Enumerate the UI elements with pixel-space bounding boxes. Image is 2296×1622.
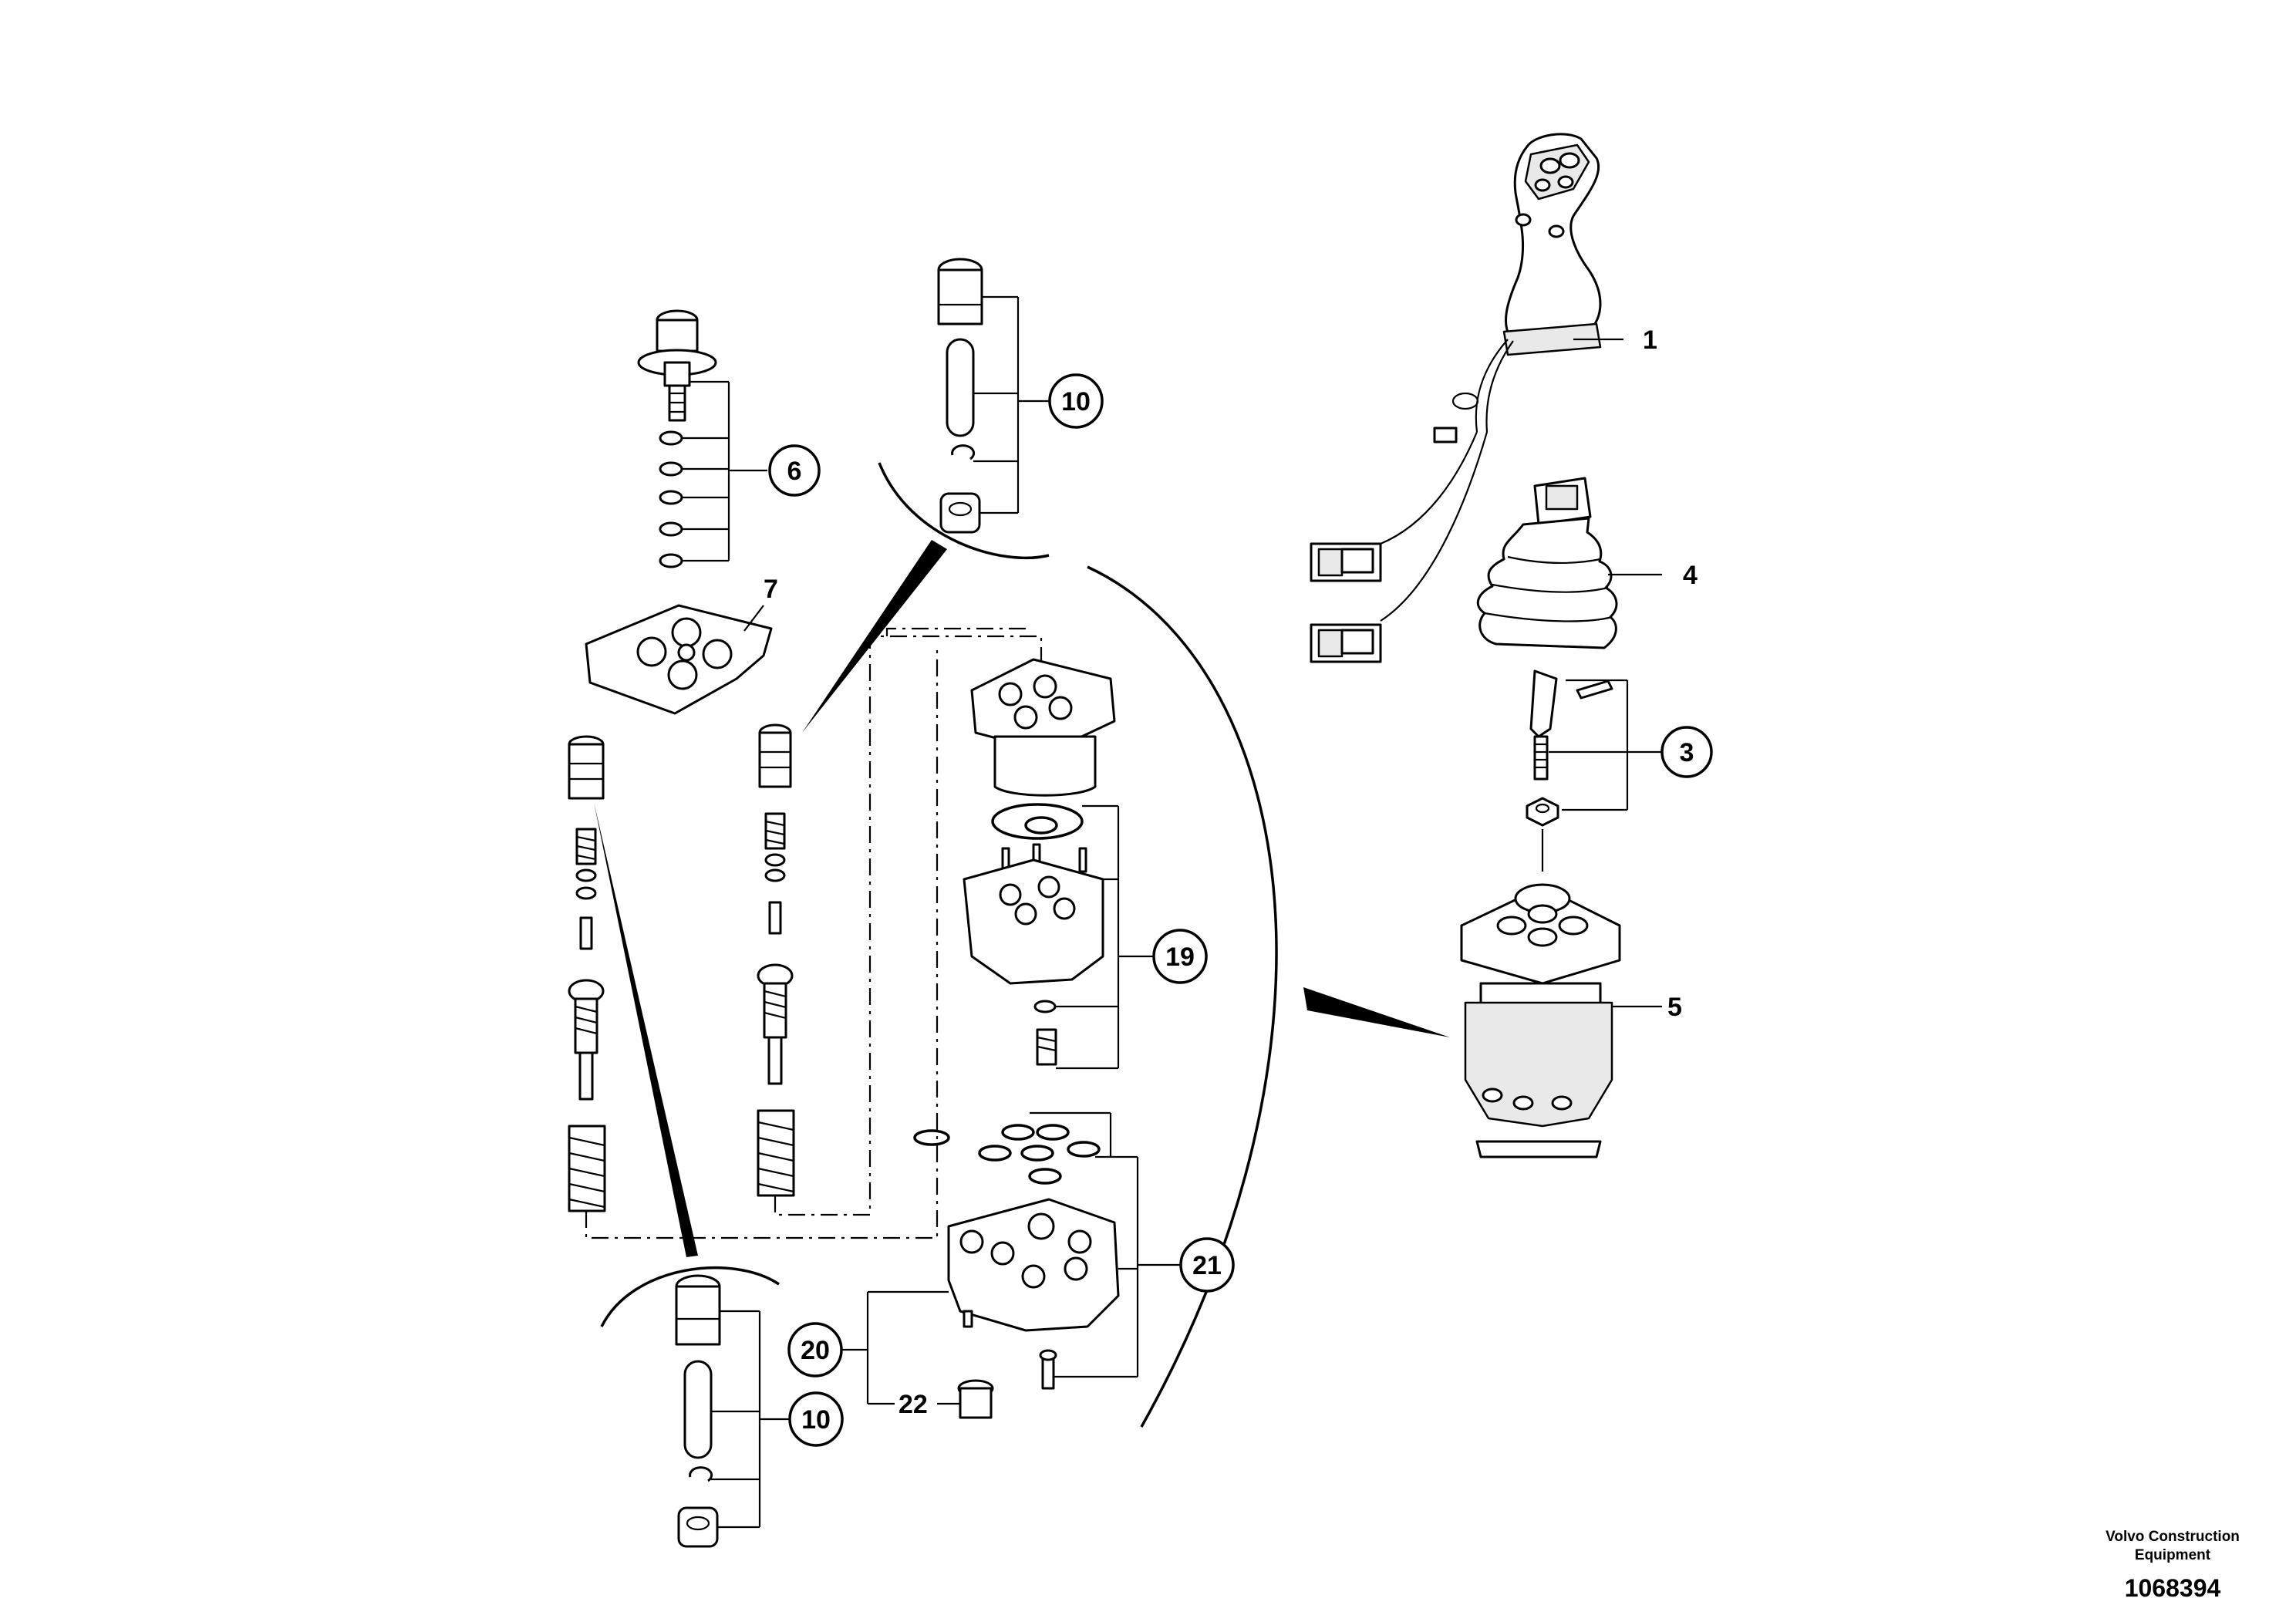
svg-text:7: 7: [764, 575, 778, 604]
orings-set: [913, 1124, 1101, 1185]
pilot-valve-assembly: [1460, 829, 1621, 1158]
svg-text:10: 10: [1061, 387, 1091, 416]
callout-19: 19: [1152, 929, 1208, 984]
center-plunger-stack: [757, 723, 795, 1197]
gasket-plate: [585, 604, 773, 715]
credit-line-1: Volvo Construction: [2106, 1529, 2240, 1545]
svg-text:3: 3: [1680, 738, 1694, 767]
callout-20: 20: [787, 1322, 843, 1378]
svg-text:21: 21: [1192, 1251, 1222, 1280]
left-plunger-stack: [568, 735, 606, 1212]
plug-and-screw: [957, 1349, 1057, 1419]
callout-3: 3: [1660, 726, 1713, 778]
detail-view-top: [802, 258, 1050, 733]
valve-housing: [963, 843, 1104, 1066]
svg-text:5: 5: [1667, 993, 1682, 1022]
joystick-handle: [1310, 133, 1602, 663]
publisher-credit: Volvo Construction Equipment 1068394: [2106, 1529, 2240, 1602]
drawing-number: 1068394: [2125, 1574, 2221, 1602]
callout-7: 7: [764, 575, 778, 604]
svg-text:10: 10: [801, 1405, 831, 1435]
valve-cover: [970, 658, 1116, 840]
svg-text:6: 6: [787, 457, 802, 486]
svg-text:4: 4: [1683, 561, 1698, 590]
callout-22: 22: [899, 1390, 928, 1419]
svg-text:19: 19: [1165, 943, 1195, 972]
callout-10-bottom: 10: [788, 1391, 844, 1447]
callout-6: 6: [768, 444, 821, 497]
lever-shaft-and-nut: [1526, 669, 1613, 827]
svg-text:20: 20: [801, 1336, 830, 1365]
plunger-with-seals: [637, 309, 717, 568]
credit-line-2: Equipment: [2135, 1547, 2211, 1563]
valve-base: [947, 1198, 1120, 1332]
detail-view-bottom: [594, 802, 780, 1548]
callout-5: 5: [1667, 993, 1682, 1022]
svg-text:1: 1: [1643, 325, 1657, 355]
detail-outline-arc: [1087, 565, 1450, 1428]
callout-21: 21: [1179, 1237, 1235, 1293]
assembly-dash-lines: [585, 627, 1043, 1239]
rubber-boot: [1476, 477, 1618, 649]
callout-4: 4: [1683, 561, 1698, 590]
callout-1: 1: [1643, 325, 1657, 355]
leader-lines: [683, 295, 1662, 1529]
callout-10-top: 10: [1048, 373, 1104, 429]
svg-text:22: 22: [899, 1390, 928, 1419]
